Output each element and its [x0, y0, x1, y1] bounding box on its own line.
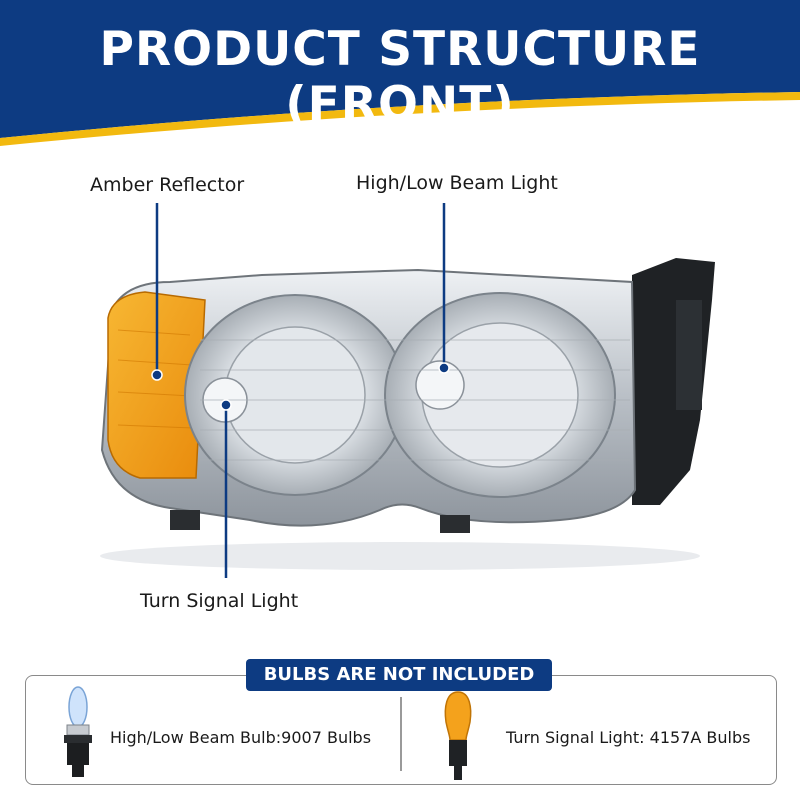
bracket-rib: [676, 300, 702, 410]
headlight-assembly-image: [100, 203, 715, 578]
header-banner: PRODUCT STRUCTURE (FRONT): [0, 0, 800, 150]
amber-reflector-label: Amber Reflector: [90, 174, 245, 196]
banner-shape: [0, 0, 800, 146]
amber-reflector: [107, 291, 206, 479]
mounting-bracket: [632, 258, 715, 505]
4157a-bulb-icon: [444, 691, 472, 780]
lens-ribs: [200, 339, 630, 461]
beam-bulb-socket: [415, 360, 465, 410]
9007-bulb-icon: [64, 686, 92, 777]
turn-signal-label: Turn Signal Light: [140, 590, 299, 612]
beam-bulb-label: High/Low Beam Bulb:9007 Bulbs: [110, 728, 372, 747]
ground-shadow: [100, 542, 700, 570]
turn-bulb-label: Turn Signal Light: 4157A Bulbs: [506, 728, 751, 747]
high-low-beam-label: High/Low Beam Light: [356, 172, 558, 194]
mount-tab-left: [170, 510, 200, 530]
page-title: PRODUCT STRUCTURE (FRONT): [99, 22, 701, 132]
bulbs-not-included-badge: BULBS ARE NOT INCLUDED: [246, 659, 552, 691]
bulbs-divider: [400, 697, 402, 771]
mount-tab-right: [440, 515, 470, 533]
